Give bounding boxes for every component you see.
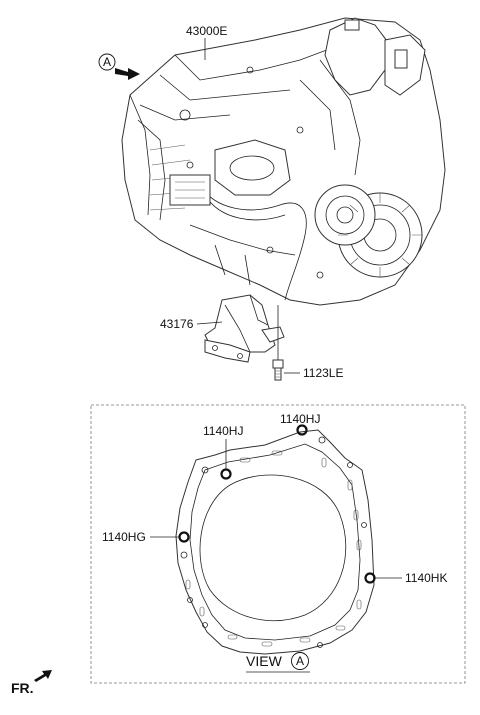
bolt-illustration	[272, 305, 284, 381]
transaxle-assembly-illustration	[121, 17, 446, 306]
front-label: FR.	[11, 680, 34, 696]
circle-a-icon	[291, 652, 309, 670]
callout-43000e: 43000E	[186, 24, 227, 60]
gasket-plate-illustration	[175, 429, 375, 655]
callout-1123le: 1123LE	[284, 366, 343, 380]
callout-43176: 43176	[160, 317, 223, 331]
leader-line	[196, 321, 223, 325]
view-marker-letter: A	[103, 55, 111, 69]
view-caption-letter: A	[296, 654, 304, 668]
arrow-right-icon	[115, 68, 140, 80]
view-a-marker: A	[98, 53, 140, 80]
part-number-1140hj-left: 1140HJ	[203, 424, 243, 438]
callout-1140hj-left: 1140HJ	[203, 424, 243, 469]
part-number-43176: 43176	[160, 317, 194, 331]
view-a-frame	[90, 404, 466, 684]
dowel-pin-top-left	[220, 468, 232, 480]
view-caption-prefix: VIEW	[246, 653, 283, 669]
bracket-illustration	[204, 294, 285, 363]
arrow-front-icon	[34, 670, 52, 682]
callout-1140hg: 1140HG	[102, 530, 179, 544]
view-caption: VIEW A	[246, 652, 310, 673]
callout-1140hk: 1140HK	[375, 571, 447, 585]
front-indicator: FR.	[11, 670, 52, 696]
dowel-pin-left	[178, 531, 190, 543]
callout-1140hj-right: 1140HJ	[280, 412, 320, 426]
part-number-1140hj-right: 1140HJ	[280, 412, 320, 426]
part-number-1140hg: 1140HG	[102, 530, 146, 544]
part-number-43000e: 43000E	[186, 24, 227, 38]
part-number-1140hk: 1140HK	[405, 571, 447, 585]
part-number-1123le: 1123LE	[303, 366, 343, 380]
circle-a-icon	[98, 53, 116, 71]
dowel-pin-right	[364, 572, 376, 584]
